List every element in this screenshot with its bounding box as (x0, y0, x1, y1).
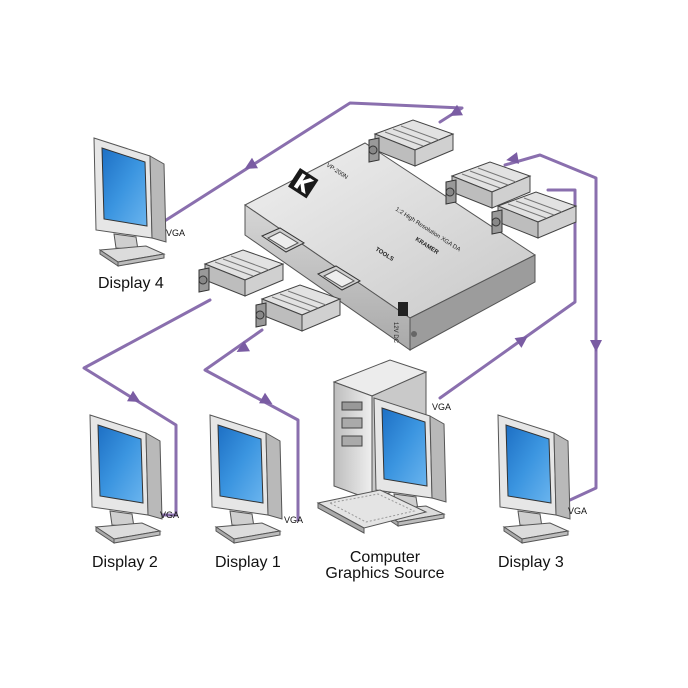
output-port-2 (316, 265, 362, 291)
cable-display2 (82, 298, 212, 517)
display-3-monitor (497, 414, 571, 544)
display-2-monitor (89, 414, 163, 544)
vga-label-display2: VGA (160, 510, 179, 520)
source-label-line2: Graphics Source (325, 565, 444, 582)
vga-label-display1: VGA (284, 515, 303, 525)
vga-label-source: VGA (432, 402, 451, 412)
cable-display1 (203, 328, 300, 522)
output-port-1 (260, 227, 306, 253)
vga-label-display3: VGA (568, 506, 587, 516)
vga-connector-left-1 (198, 249, 284, 297)
cable-display3 (503, 153, 598, 502)
display-2-label: Display 2 (92, 554, 158, 571)
display-3-label: Display 3 (498, 554, 564, 571)
source-label-line1: Computer (350, 549, 421, 566)
computer-workstation (316, 359, 447, 534)
display-1-monitor (209, 414, 283, 544)
display-4-label: Display 4 (98, 275, 164, 292)
display-4-monitor (93, 137, 167, 267)
distribution-amplifier: VP-200N 1:2 High Resolution XGA DA KRAME… (244, 142, 536, 351)
vga-label-display4: VGA (166, 228, 185, 238)
kramer-logo-icon (288, 168, 319, 199)
arrow-icon (590, 340, 602, 352)
power-label: 12V DC (392, 322, 398, 344)
display-1-label: Display 1 (215, 554, 281, 571)
cable-source (438, 188, 577, 400)
power-jack (398, 302, 417, 337)
